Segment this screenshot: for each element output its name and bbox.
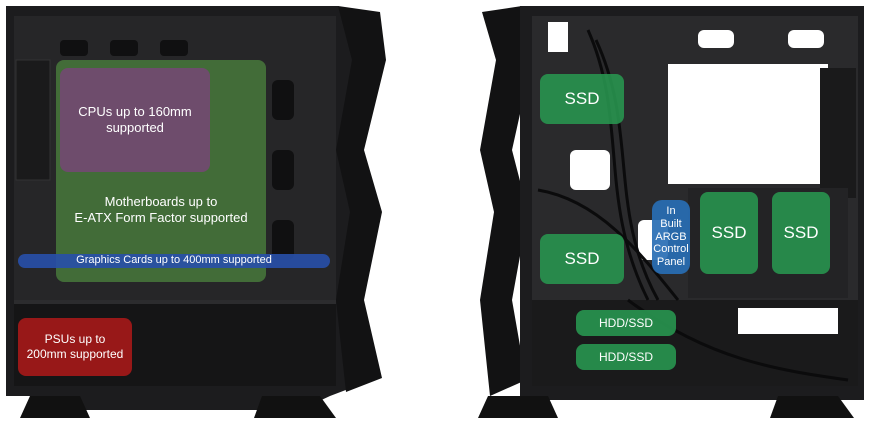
graphics-card-support-zone: Graphics Cards up to 400mm supported (18, 254, 330, 268)
cpu-label-line2: supported (106, 120, 164, 135)
argb-line: Panel (656, 255, 686, 268)
motherboard-label-line2: E-ATX Form Factor supported (74, 209, 248, 225)
hdd-label: HDD/SSD (598, 349, 653, 364)
argb-line: In (666, 205, 676, 218)
ssd-label: SSD (564, 249, 600, 269)
argb-line: Built (660, 218, 682, 231)
hdd-ssd-bay-lower: HDD/SSD (576, 344, 676, 370)
argb-line: ARGB (655, 230, 687, 243)
motherboard-label-line1: Motherboards up to (104, 193, 218, 209)
ssd-label: SSD (783, 223, 819, 243)
gpu-label: Graphics Cards up to 400mm supported (76, 254, 272, 267)
left-case-image: Motherboards up to E-ATX Form Factor sup… (0, 0, 390, 422)
ssd-mount-middle: SSD (540, 234, 624, 284)
ssd-label: SSD (711, 223, 747, 243)
ssd-bay-left: SSD (700, 192, 758, 274)
argb-control-panel-label: In Built ARGB Control Panel (652, 200, 690, 274)
psu-label-line2: 200mm supported (26, 347, 124, 361)
psu-support-zone: PSUs up to 200mm supported (18, 318, 132, 376)
cpu-label-line1: CPUs up to 160mm (78, 103, 192, 119)
argb-line: Control (653, 243, 689, 256)
cpu-cooler-support-zone: CPUs up to 160mm supported (60, 68, 210, 172)
hdd-ssd-bay-upper: HDD/SSD (576, 310, 676, 336)
hdd-label: HDD/SSD (598, 315, 653, 330)
psu-label-line1: PSUs up to (44, 332, 106, 346)
ssd-label: SSD (564, 89, 600, 109)
ssd-mount-top: SSD (540, 74, 624, 124)
ssd-bay-right: SSD (772, 192, 830, 274)
